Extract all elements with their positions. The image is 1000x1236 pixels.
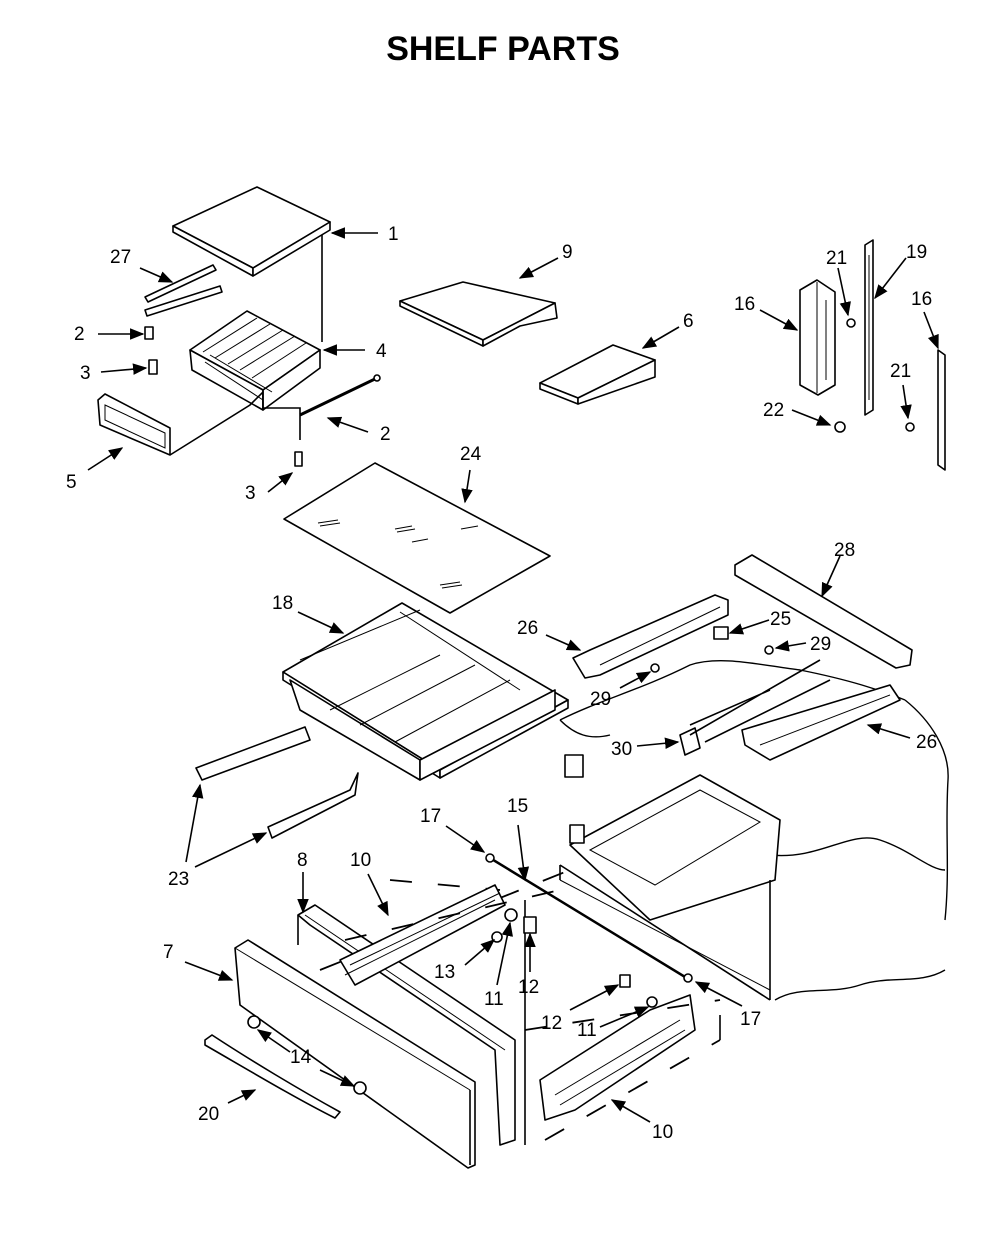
part-3-clip-a — [148, 359, 158, 375]
callout-labels: 1 27 2 3 4 5 2 3 9 6 24 21 19 16 16 21 2… — [66, 224, 937, 1143]
part-18-drawer — [282, 602, 569, 781]
part-16-bracket-a — [799, 279, 836, 396]
part-23-trim-a — [195, 726, 311, 781]
callout-9: 9 — [562, 242, 573, 263]
callout-arrows — [87, 227, 939, 1123]
part-7-drawer-front — [234, 939, 476, 1169]
part-25-clip — [713, 626, 729, 640]
callout-11b: 11 — [577, 1020, 597, 1041]
callout-25: 25 — [770, 609, 791, 630]
page-title: SHELF PARTS — [386, 30, 620, 68]
callout-27: 27 — [110, 247, 131, 268]
callout-15: 15 — [507, 796, 528, 817]
callout-8: 8 — [297, 850, 308, 871]
part-9-shelf — [399, 281, 558, 347]
callout-16b: 16 — [911, 289, 932, 310]
part-29-screw-a — [764, 645, 774, 655]
callout-5: 5 — [66, 472, 77, 493]
callout-29a: 29 — [810, 634, 831, 655]
callout-2a: 2 — [74, 324, 85, 345]
part-11-roller-a — [504, 908, 518, 922]
part-26-slide-b — [741, 684, 901, 761]
part-22-screw — [834, 421, 846, 433]
part-4-basket — [189, 310, 321, 411]
callout-4: 4 — [376, 341, 387, 362]
callout-29b: 29 — [590, 689, 611, 710]
callout-22: 22 — [763, 400, 784, 421]
part-14-bolt-a — [247, 1015, 261, 1029]
part-29-screw-b — [650, 663, 660, 673]
callout-10a: 10 — [350, 850, 371, 871]
part-26-slide-a — [572, 594, 729, 679]
callout-11a: 11 — [484, 989, 504, 1010]
callout-18: 18 — [272, 593, 293, 614]
callout-10b: 10 — [652, 1122, 673, 1143]
callout-26a: 26 — [517, 618, 538, 639]
part-5-front — [97, 390, 301, 456]
part-24-glass — [283, 462, 551, 614]
part-19-rail — [864, 239, 874, 416]
part-28-rail — [734, 554, 913, 669]
part-11-roller-b — [646, 996, 658, 1008]
callout-14: 14 — [290, 1047, 312, 1068]
part-12-cap-b — [619, 974, 631, 988]
callout-26b: 26 — [916, 732, 937, 753]
part-21-screw-a — [846, 318, 856, 328]
callout-6: 6 — [683, 311, 694, 332]
part-14-bolt-b — [353, 1081, 367, 1095]
callout-21b: 21 — [890, 361, 911, 382]
part-12-cap-a — [523, 916, 537, 934]
callout-30: 30 — [611, 739, 632, 760]
callout-28: 28 — [834, 540, 855, 561]
callout-12b: 12 — [541, 1013, 562, 1034]
part-17-end-a — [485, 853, 495, 863]
callout-7: 7 — [163, 942, 174, 963]
callout-24: 24 — [460, 444, 482, 465]
part-8-frame — [297, 904, 516, 1146]
part-21-screw-b — [905, 422, 915, 432]
callout-17b: 17 — [740, 1009, 761, 1030]
callout-19: 19 — [906, 242, 927, 263]
callout-21a: 21 — [826, 248, 847, 269]
callout-20: 20 — [198, 1104, 219, 1125]
callout-3b: 3 — [245, 483, 256, 504]
callout-16a: 16 — [734, 294, 755, 315]
part-1-shelf — [172, 186, 331, 342]
part-3-clip-b — [294, 451, 303, 467]
freezer-cabinet — [559, 660, 949, 1001]
callout-17a: 17 — [420, 806, 441, 827]
part-17-end-b — [683, 973, 693, 983]
callout-1: 1 — [388, 224, 399, 245]
part-30-bracket — [679, 659, 831, 756]
part-2-rod — [299, 374, 381, 417]
part-27-rail — [144, 264, 223, 317]
part-6-shelf — [539, 344, 656, 405]
callout-13: 13 — [434, 962, 455, 983]
callout-3a: 3 — [80, 363, 91, 384]
part-2-pin-a — [144, 326, 154, 340]
part-23-trim-b — [267, 772, 359, 839]
part-10-slide-right — [524, 994, 721, 1141]
callout-2b: 2 — [380, 424, 391, 445]
callout-23: 23 — [168, 869, 189, 890]
part-16-bracket-b — [937, 349, 946, 471]
part-20-handle — [204, 1034, 341, 1119]
callout-12a: 12 — [518, 977, 539, 998]
